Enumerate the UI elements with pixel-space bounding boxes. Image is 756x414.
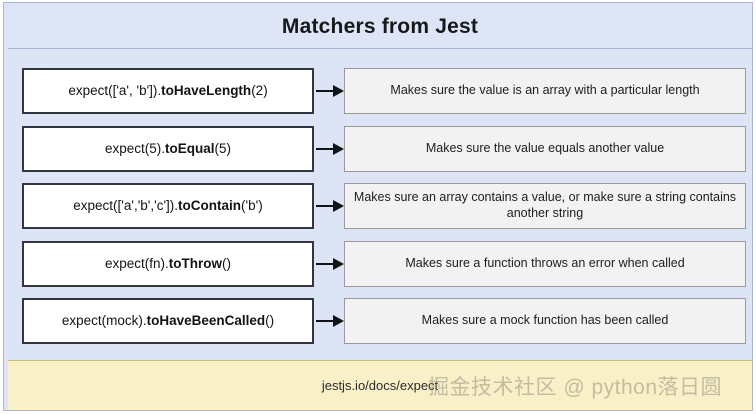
matcher-description-box: Makes sure the value equals another valu… [344,126,746,172]
matcher-code-box: expect(mock).toHaveBeenCalled() [22,298,314,344]
arrow-shaft [316,148,336,150]
arrow-shaft [316,263,336,265]
code-prefix: expect(5). [104,141,166,157]
matcher-description-box: Makes sure a mock function has been call… [344,298,746,344]
arrow-right-icon [316,142,344,156]
matcher-row: expect(5).toEqual(5) Makes sure the valu… [4,123,754,175]
code-suffix: () [265,313,275,329]
arrow-head [333,258,344,270]
matcher-description: Makes sure the value is an array with a … [390,83,700,98]
matcher-description-box: Makes sure a function throws an error wh… [344,241,746,287]
footer-band: jestjs.io/docs/expect [8,360,752,410]
matcher-code: expect(mock).toHaveBeenCalled() [62,313,274,329]
code-matcher-name: toHaveBeenCalled [146,313,266,329]
arrow-right-icon [316,84,344,98]
arrow-head [333,200,344,212]
matcher-description: Makes sure an array contains a value, or… [353,190,737,220]
source-url-label: jestjs.io/docs/expect [321,378,439,393]
title-band: Matchers from Jest [8,6,752,49]
slide-panel: Matchers from Jest expect(['a', 'b']).to… [3,2,753,411]
matcher-code-box: expect(['a', 'b']).toHaveLength(2) [22,68,314,114]
matcher-row: expect(fn).toThrow() Makes sure a functi… [4,238,754,290]
matcher-code: expect(['a', 'b']).toHaveLength(2) [68,83,267,99]
matcher-description-box: Makes sure the value is an array with a … [344,68,746,114]
arrow-head [333,143,344,155]
arrow-head [333,315,344,327]
code-prefix: expect(['a', 'b']). [68,83,162,99]
matcher-row: expect(['a', 'b']).toHaveLength(2) Makes… [4,65,754,117]
matcher-code: expect(['a','b','c']).toContain('b') [73,198,262,214]
code-prefix: expect(fn). [104,256,169,272]
matcher-code: expect(fn).toThrow() [105,256,231,272]
arrow-right-icon [316,314,344,328]
arrow-shaft [316,205,336,207]
code-matcher-name: toThrow [168,256,223,272]
arrow-right-icon [316,257,344,271]
arrow-shaft [316,320,336,322]
arrow-head [333,85,344,97]
matcher-description: Makes sure the value equals another valu… [425,141,665,156]
matcher-code-box: expect(['a','b','c']).toContain('b') [22,183,314,229]
code-matcher-name: toEqual [165,141,215,157]
matcher-code: expect(5).toEqual(5) [105,141,231,157]
page-title: Matchers from Jest [281,15,479,38]
matcher-description-box: Makes sure an array contains a value, or… [344,183,746,229]
matcher-row-list: expect(['a', 'b']).toHaveLength(2) Makes… [4,49,754,357]
arrow-right-icon [316,199,344,213]
matcher-row: expect(mock).toHaveBeenCalled() Makes su… [4,295,754,347]
matcher-description: Makes sure a mock function has been call… [421,313,669,328]
matcher-description: Makes sure a function throws an error wh… [405,256,685,271]
code-suffix: ('b') [241,198,263,214]
matcher-row: expect(['a','b','c']).toContain('b') Mak… [4,180,754,232]
arrow-shaft [316,90,336,92]
code-matcher-name: toContain [178,198,242,214]
code-prefix: expect(['a','b','c']). [73,198,179,214]
code-suffix: (2) [251,83,268,99]
matcher-code-box: expect(fn).toThrow() [22,241,314,287]
code-suffix: (5) [214,141,232,157]
code-matcher-name: toHaveLength [161,83,252,99]
matcher-code-box: expect(5).toEqual(5) [22,126,314,172]
code-suffix: () [222,256,232,272]
code-prefix: expect(mock). [61,313,147,329]
